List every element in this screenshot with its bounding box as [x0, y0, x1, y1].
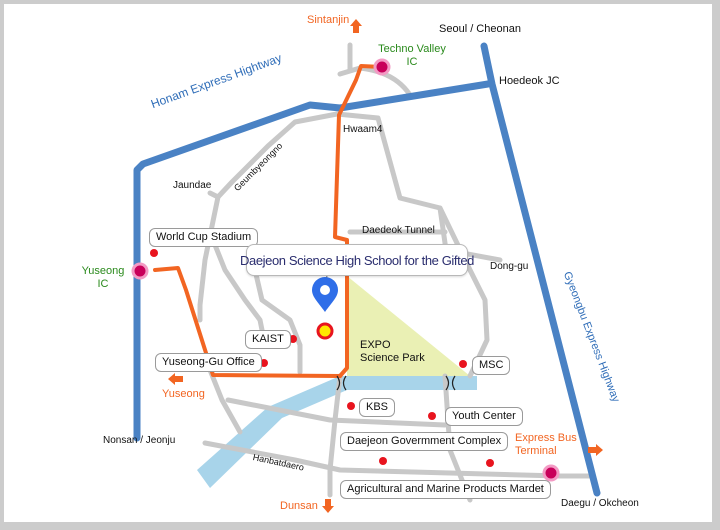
- poi-msc[interactable]: MSC: [472, 356, 511, 375]
- expo-science-park-label: EXPO Science Park: [360, 339, 425, 364]
- government-complex-dot-2: [486, 459, 494, 467]
- yuseong-ic-label: Yuseong IC: [81, 265, 125, 290]
- highways: [133, 42, 601, 497]
- school-location[interactable]: [312, 275, 338, 340]
- poi-world-cup-stadium[interactable]: World Cup Stadium: [149, 228, 259, 247]
- route-techno-valley: [333, 64, 384, 378]
- interchange-markers[interactable]: [131, 58, 560, 482]
- hoedeok-jc-label: Hoedeok JC: [499, 75, 560, 87]
- direction-sintanjin: Sintanjin: [307, 14, 350, 26]
- direction-express-bus-terminal: Express Bus Terminal: [515, 432, 577, 457]
- poi-dots: [150, 249, 494, 467]
- school-marker: [316, 322, 334, 340]
- poi-government-complex[interactable]: Daejeon Govermment Complex: [340, 432, 509, 451]
- hwaam4-label: Hwaam4: [343, 124, 383, 135]
- kaist-dot: [289, 335, 297, 343]
- kbs-dot: [347, 402, 355, 410]
- yuseong-ic-marker[interactable]: [131, 262, 149, 280]
- road-inner-west: [210, 237, 265, 333]
- road-hwaam: [334, 111, 503, 263]
- yuseong-gu-office-dot: [260, 359, 268, 367]
- jaundae-label: Jaundae: [173, 180, 212, 191]
- road-cross-1: [225, 397, 448, 428]
- poi-agricultural-market[interactable]: Agricultural and Marine Products Mardet: [340, 480, 551, 499]
- route-yuseong: [153, 266, 342, 378]
- school-title-callout[interactable]: Daejeon Science High School for the Gift…: [240, 244, 474, 276]
- road-west-loop: [252, 267, 303, 375]
- arrow-up-icon: [350, 19, 362, 33]
- arrow-right-icon: [588, 444, 603, 456]
- techno-valley-ic-marker[interactable]: [373, 58, 391, 76]
- arrow-left-icon: [168, 373, 183, 385]
- direction-yuseong: Yuseong: [162, 388, 205, 400]
- road-jaundae-spur: [207, 190, 221, 200]
- destination-nonsan-jeonju: Nonsan / Jeonju: [103, 435, 176, 446]
- destination-seoul-cheonan: Seoul / Cheonan: [439, 23, 521, 35]
- river: [197, 376, 477, 488]
- arrow-down-icon: [322, 499, 334, 513]
- access-routes: [153, 64, 384, 378]
- msc-dot: [459, 360, 467, 368]
- express-bus-terminal-marker[interactable]: [542, 464, 560, 482]
- poi-kaist[interactable]: KAIST: [245, 330, 291, 349]
- road-hanbatdaero: [202, 440, 593, 479]
- local-roads: [197, 42, 593, 503]
- direction-dunsan: Dunsan: [280, 500, 318, 512]
- youth-center-dot: [428, 412, 436, 420]
- poi-kbs[interactable]: KBS: [359, 398, 396, 417]
- poi-yuseong-gu-office[interactable]: Yuseong-Gu Office: [155, 353, 262, 372]
- poi-youth-center[interactable]: Youth Center: [445, 407, 523, 426]
- honam-expressway: [133, 80, 492, 442]
- destination-daegu-okcheon: Daegu / Okcheon: [561, 498, 639, 509]
- road-geumbyeongno: [197, 111, 340, 323]
- gyeongbu-expressway: [480, 42, 601, 497]
- techno-valley-ic-label: Techno Valley IC: [378, 43, 446, 68]
- road-west-arc: [207, 367, 243, 435]
- bridge-marks: [336, 375, 456, 391]
- daedeok-tunnel-label: Daedeok Tunnel: [362, 225, 435, 236]
- direction-arrows: [168, 19, 603, 513]
- government-complex-dot-1: [379, 457, 387, 465]
- dong-gu-label: Dong-gu: [490, 261, 529, 272]
- road-south-main: [327, 373, 343, 498]
- world-cup-stadium-dot: [150, 249, 158, 257]
- expo-science-park-area: [347, 276, 470, 376]
